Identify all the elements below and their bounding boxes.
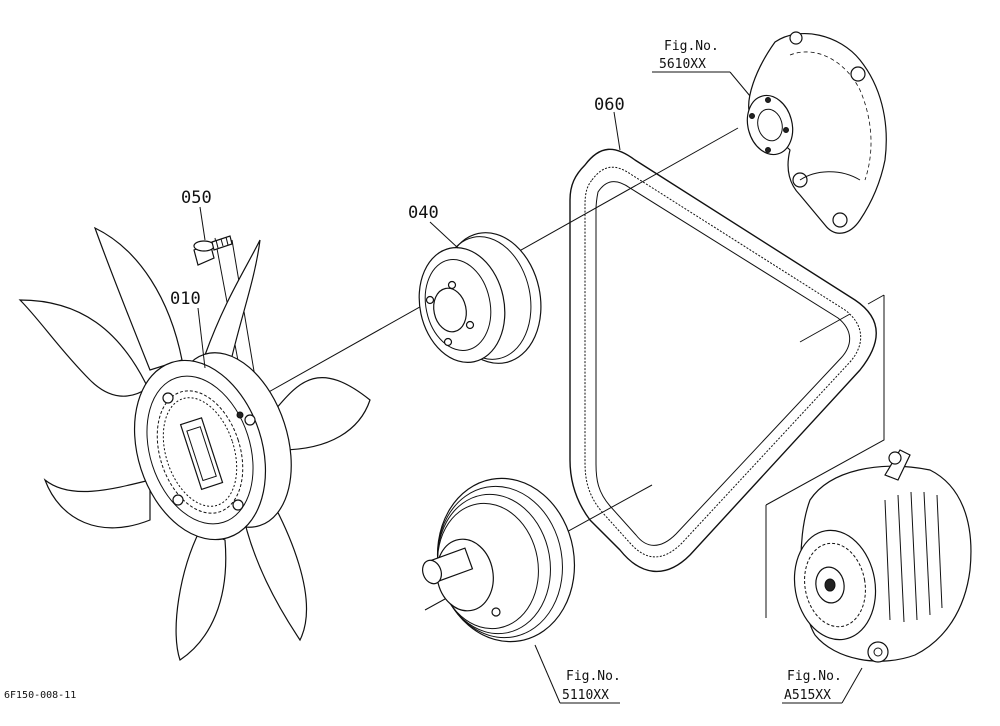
- pulley[interactable]: [409, 223, 553, 372]
- part-label-050: 050: [181, 188, 212, 208]
- bolt[interactable]: [193, 235, 233, 266]
- fan-center-plate: [179, 417, 224, 491]
- v-belt[interactable]: [569, 148, 877, 572]
- fig-ref-crank-pulley-number[interactable]: 5110XX: [562, 688, 609, 703]
- fig-ref-water-pump-number[interactable]: 5610XX: [659, 57, 706, 72]
- part-label-040: 040: [408, 203, 439, 223]
- alternator-bracket-outline: [765, 294, 885, 618]
- fan-boss: [172, 494, 184, 506]
- fan-boss-hole: [236, 411, 244, 419]
- drawing-code: 6F150-008-11: [4, 690, 76, 701]
- fan-blade: [204, 239, 261, 366]
- fan-blade: [274, 377, 371, 451]
- alternator[interactable]: [786, 449, 972, 663]
- fig-ref-water-pump-label: Fig.No.: [664, 39, 719, 54]
- fan-blade: [18, 299, 149, 397]
- crank-pulley[interactable]: [419, 467, 587, 652]
- fig-ref-alternator-label: Fig.No.: [787, 669, 842, 684]
- fan[interactable]: [18, 226, 371, 661]
- fan-blade: [175, 529, 227, 661]
- viscous-coupling-fins: [156, 390, 244, 514]
- fan-boss: [232, 499, 244, 511]
- fan-blade: [43, 478, 151, 529]
- fig-ref-crank-pulley-label: Fig.No.: [566, 669, 621, 684]
- water-pump[interactable]: [741, 31, 887, 234]
- fan-boss: [162, 392, 174, 404]
- fig-ref-alternator-number[interactable]: A515XX: [784, 688, 831, 703]
- alternator-fins: [884, 491, 943, 623]
- part-label-010: 010: [170, 289, 201, 309]
- fan-boss: [244, 414, 256, 426]
- fan-blade: [93, 226, 183, 371]
- part-label-060: 060: [594, 95, 625, 115]
- leader-lines: [197, 71, 863, 704]
